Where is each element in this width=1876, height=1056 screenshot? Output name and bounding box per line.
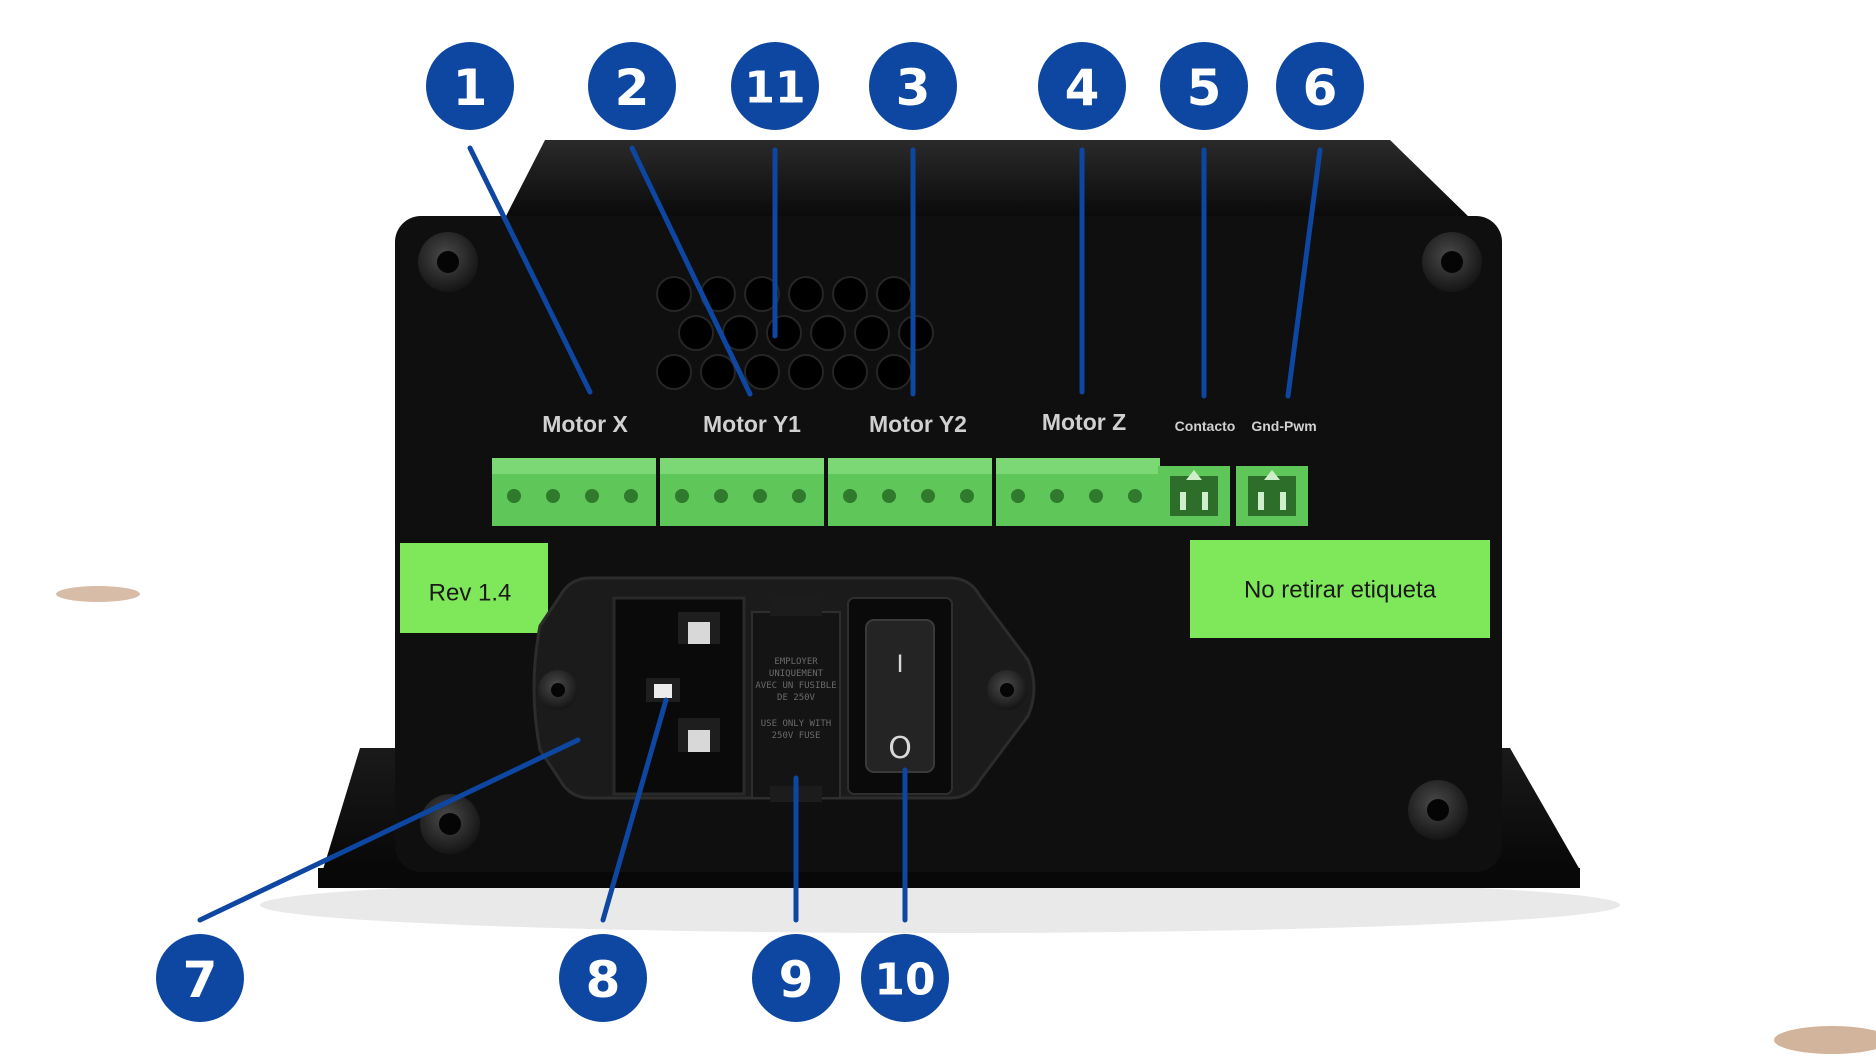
callout-7: 7 <box>156 934 244 1022</box>
fuse-text-3: AVEC UN FUSIBLE <box>755 681 836 691</box>
warning-text: No retirar etiqueta <box>1244 577 1437 604</box>
terminal-motor-y1 <box>660 458 824 526</box>
callout-7-label: 7 <box>183 951 218 1009</box>
switch-off-mark: O <box>888 731 912 766</box>
bezel-screw-left <box>538 670 578 710</box>
fuse-text-6: 250V FUSE <box>772 731 821 741</box>
fuse-text-4: DE 250V <box>777 693 816 703</box>
fuse-text-2: UNIQUEMENT <box>769 669 824 679</box>
callout-5-label: 5 <box>1187 59 1222 117</box>
callout-9: 9 <box>752 934 840 1022</box>
floor-shadow <box>260 877 1620 933</box>
callout-1: 1 <box>426 42 514 130</box>
label-gnd-pwm: Gnd-Pwm <box>1251 418 1316 434</box>
callout-8-label: 8 <box>586 951 621 1009</box>
callout-2: 2 <box>588 42 676 130</box>
enclosure-base-edge <box>318 868 1580 888</box>
leader-8 <box>600 697 669 923</box>
callout-6-label: 6 <box>1303 59 1338 117</box>
header-contacto <box>1158 466 1230 526</box>
callout-11: 11 <box>731 42 819 130</box>
power-rocker-switch[interactable]: I O <box>847 597 953 795</box>
label-contacto: Contacto <box>1175 418 1236 434</box>
fuse-text-1: EMPLOYER <box>774 657 818 667</box>
header-gnd-pwm <box>1236 466 1308 526</box>
bezel-screw-right <box>987 670 1027 710</box>
leader-1 <box>467 145 593 395</box>
callout-2-label: 2 <box>615 59 650 117</box>
callout-3-label: 3 <box>896 59 931 117</box>
switch-on-mark: I <box>896 650 903 678</box>
callout-6: 6 <box>1276 42 1364 130</box>
screw-top-right <box>1422 232 1482 292</box>
revision-text: Rev 1.4 <box>429 580 512 607</box>
leader-2 <box>629 145 753 397</box>
callout-1-label: 1 <box>453 59 488 117</box>
fuse-text-5: USE ONLY WITH <box>761 719 831 729</box>
sticker-revision <box>400 543 548 633</box>
callout-9-label: 9 <box>779 951 814 1009</box>
coin-right <box>1774 1026 1876 1054</box>
screw-top-left <box>418 232 478 292</box>
terminal-motor-y2 <box>828 458 992 526</box>
callout-8: 8 <box>559 934 647 1022</box>
leader-7 <box>197 737 581 923</box>
screw-bottom-right <box>1408 780 1468 840</box>
iec-power-inlet <box>612 596 746 796</box>
fuse-drawer: EMPLOYER UNIQUEMENT AVEC UN FUSIBLE DE 2… <box>751 598 841 802</box>
terminal-motor-z <box>996 458 1160 526</box>
callout-4: 4 <box>1038 42 1126 130</box>
callout-3: 3 <box>869 42 957 130</box>
label-motor-x: Motor X <box>542 411 628 437</box>
callout-5: 5 <box>1160 42 1248 130</box>
leader-6 <box>1285 147 1323 399</box>
label-motor-z: Motor Z <box>1042 409 1126 435</box>
label-motor-y2: Motor Y2 <box>869 411 967 437</box>
callout-11-label: 11 <box>744 63 805 114</box>
leader-lines <box>197 145 1323 923</box>
callout-10: 10 <box>861 934 949 1022</box>
coin-left <box>56 586 140 602</box>
callout-4-label: 4 <box>1065 59 1100 117</box>
label-motor-y1: Motor Y1 <box>703 411 801 437</box>
sticker-warning <box>1190 540 1490 638</box>
vent-grille <box>656 276 934 390</box>
enclosure-top <box>505 140 1470 218</box>
callout-10-label: 10 <box>874 955 935 1006</box>
terminal-motor-x <box>492 458 656 526</box>
